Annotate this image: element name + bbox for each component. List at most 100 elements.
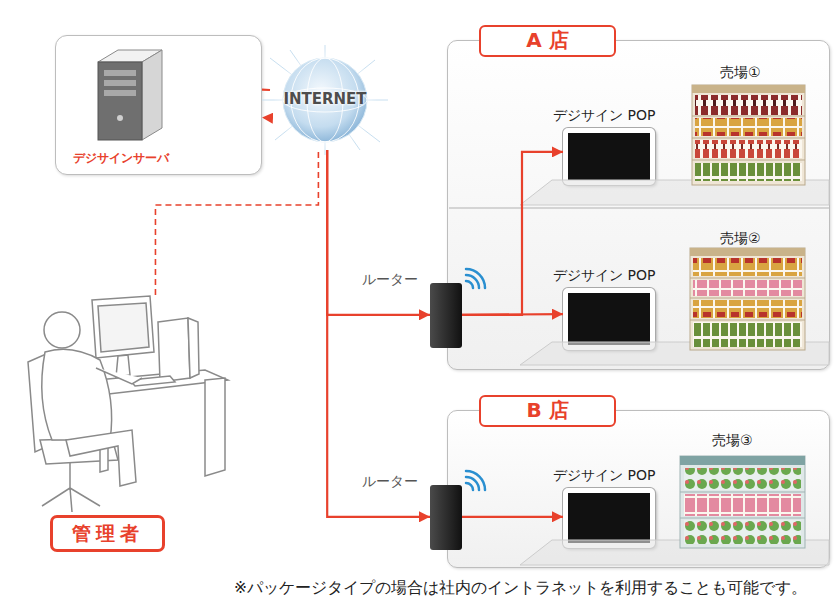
admin-illustration bbox=[100, 394, 108, 472]
admin-illustration bbox=[70, 488, 100, 506]
floor-platform bbox=[520, 180, 829, 565]
shelf-illustration bbox=[690, 248, 805, 350]
refrigerated-case bbox=[684, 520, 801, 544]
admin-illustration bbox=[188, 318, 199, 378]
internet-globe: INTERNET bbox=[270, 50, 380, 150]
admin-illustration bbox=[42, 488, 70, 506]
network-connector bbox=[327, 150, 430, 315]
shelf-illustration bbox=[692, 85, 805, 185]
footnote: ※パッケージタイプの場合は社内のイントラネットを利用することも可能です。 bbox=[234, 578, 807, 599]
shelf-illustration bbox=[690, 320, 805, 321]
wifi-symbol bbox=[466, 269, 485, 490]
admin-illustration bbox=[98, 303, 149, 352]
shelf-illustration bbox=[690, 248, 805, 350]
refrigerated-case bbox=[684, 468, 801, 490]
network-connector bbox=[327, 150, 430, 517]
signage-display: デジサイン POP bbox=[563, 488, 655, 548]
store-tab: A 店 bbox=[479, 25, 616, 57]
sales-area-label: 売場① bbox=[720, 64, 761, 82]
server-icon bbox=[117, 115, 123, 121]
admin-illustration bbox=[66, 430, 136, 486]
shelf-illustration bbox=[695, 118, 802, 136]
server-icon bbox=[98, 62, 142, 140]
server-icon bbox=[104, 70, 136, 76]
wifi-symbol bbox=[466, 269, 485, 288]
role-label: 管理者 bbox=[50, 515, 165, 552]
admin-illustration bbox=[205, 378, 225, 476]
dashed-connector bbox=[155, 150, 318, 295]
server-icon bbox=[98, 50, 162, 140]
shelf-illustration bbox=[690, 248, 805, 256]
shelf-illustration bbox=[693, 322, 802, 347]
server-icon bbox=[104, 90, 136, 96]
wifi-symbol bbox=[466, 275, 479, 288]
admin-illustration bbox=[69, 462, 71, 490]
admin-illustration bbox=[130, 376, 175, 386]
admin-illustration bbox=[28, 296, 228, 512]
wifi-symbol bbox=[466, 483, 473, 490]
server-box: デジサインサーバ bbox=[55, 35, 262, 175]
admin-illustration bbox=[158, 318, 190, 382]
refrigerated-case bbox=[680, 518, 805, 519]
display-label: デジサイン POP bbox=[553, 467, 655, 485]
router-device: ルーター bbox=[430, 283, 462, 348]
panel-divider bbox=[449, 207, 829, 209]
shelf-illustration bbox=[693, 300, 802, 318]
floor-platform bbox=[520, 342, 829, 365]
network-connector bbox=[262, 88, 270, 91]
wifi-symbol bbox=[466, 477, 479, 490]
admin-illustration bbox=[44, 312, 80, 348]
floor-platform bbox=[520, 540, 829, 565]
wifi-symbol bbox=[466, 281, 473, 288]
wifi-symbol bbox=[466, 471, 485, 490]
floor-platform bbox=[520, 180, 829, 205]
signage-display: デジサイン POP bbox=[563, 128, 655, 185]
shelf-illustration bbox=[693, 258, 802, 276]
shelf-illustration bbox=[695, 140, 802, 158]
server-icon bbox=[142, 50, 162, 140]
shelf-illustration bbox=[695, 163, 802, 181]
network-connector bbox=[462, 152, 563, 315]
refrigerated-case bbox=[680, 492, 805, 493]
display-label: デジサイン POP bbox=[553, 267, 655, 285]
shelf-illustration bbox=[692, 160, 805, 161]
refrigerated-case bbox=[680, 456, 805, 548]
refrigerated-case bbox=[680, 456, 805, 465]
sales-area-label: 売場② bbox=[720, 230, 761, 248]
signage-display: デジサイン POP bbox=[563, 288, 655, 350]
admin-illustration bbox=[96, 368, 142, 384]
shelf-illustration bbox=[690, 298, 805, 299]
shelf-illustration bbox=[692, 85, 805, 93]
dashed-connector bbox=[262, 117, 270, 119]
shelf-illustration bbox=[692, 85, 805, 185]
router-label: ルーター bbox=[362, 271, 418, 289]
display-label: デジサイン POP bbox=[553, 107, 655, 125]
admin-illustration bbox=[70, 488, 72, 512]
admin-illustration bbox=[40, 438, 118, 464]
admin-illustration bbox=[116, 355, 130, 377]
shelf-illustration bbox=[690, 278, 805, 279]
refrigerated-case bbox=[680, 456, 805, 548]
admin-illustration bbox=[42, 349, 112, 440]
store-tab: B 店 bbox=[479, 395, 616, 427]
server-label: デジサインサーバ bbox=[73, 150, 169, 167]
shelf-illustration bbox=[692, 116, 805, 117]
router-device: ルーター bbox=[430, 485, 462, 550]
shelf-illustration bbox=[692, 138, 805, 139]
network-connector bbox=[462, 313, 563, 316]
admin-illustration bbox=[28, 350, 62, 452]
network-label: INTERNET bbox=[270, 90, 380, 108]
network-connector bbox=[462, 516, 563, 518]
server-icon bbox=[98, 50, 162, 62]
admin-illustration bbox=[75, 370, 228, 395]
sales-area-label: 売場③ bbox=[712, 432, 753, 450]
admin-workstation: 管理者 bbox=[20, 295, 235, 557]
router-label: ルーター bbox=[362, 473, 418, 491]
store-panel: デジサイン POPデジサイン POPA 店 bbox=[447, 40, 830, 370]
admin-illustration bbox=[92, 296, 154, 358]
refrigerated-case bbox=[684, 494, 801, 516]
shelf-illustration bbox=[695, 95, 802, 115]
server-icon bbox=[104, 80, 136, 86]
